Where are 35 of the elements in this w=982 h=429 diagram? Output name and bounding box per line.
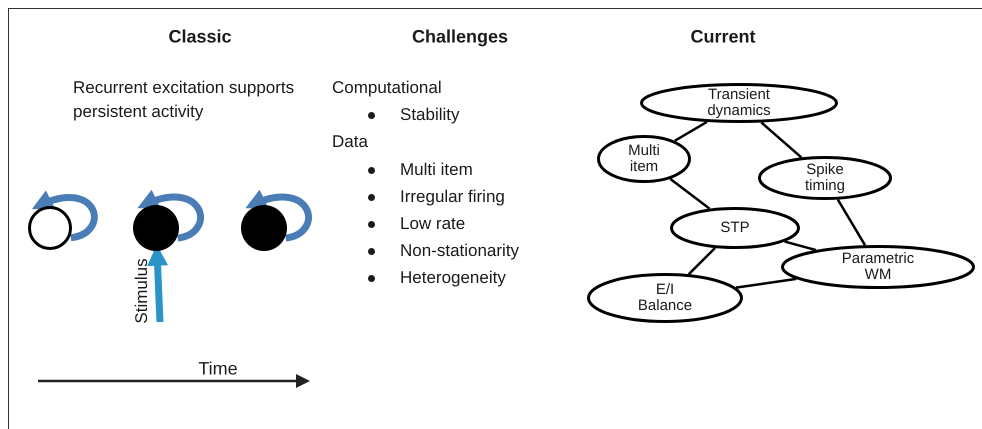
list-item: Stability [400, 104, 460, 126]
column-heading: Challenges [412, 26, 508, 48]
ellipse-node [640, 83, 838, 123]
curved-arrow [245, 190, 312, 242]
column-heading: Classic [168, 26, 232, 48]
ellipse-node [597, 135, 691, 183]
list-item: Non-stationarity [400, 240, 520, 262]
connector-line [736, 278, 797, 289]
list-heading: Computational [332, 77, 442, 99]
column-heading: Current [690, 26, 756, 48]
list-item: Irregular firing [400, 186, 505, 208]
connector-line [670, 178, 710, 210]
edge-label: Stimulus [133, 258, 151, 324]
node-label: Spike timing [804, 162, 846, 194]
node-label: Transient dynamics [706, 87, 772, 119]
description-text: Recurrent excitation supports persistent activity [73, 77, 296, 123]
ellipse-node [670, 207, 800, 249]
ellipse-node [758, 156, 892, 200]
node-label: STP [720, 220, 750, 236]
connector-line [688, 247, 716, 276]
list-item: Low rate [400, 213, 466, 235]
curved-arrow [137, 190, 204, 242]
node-label: Parametric WM [840, 251, 916, 283]
node-label: E/I Balance [636, 282, 694, 314]
ellipse-node [587, 273, 743, 323]
connector-line [674, 120, 708, 142]
list-item: Heterogeneity [400, 267, 506, 289]
axis-label: Time [198, 358, 238, 380]
connector-line [760, 122, 802, 158]
ellipse-node [781, 245, 975, 289]
connector-line [836, 198, 866, 246]
list-heading: Data [332, 131, 368, 153]
curved-arrow [32, 191, 98, 242]
list-item: Multi item [400, 159, 473, 181]
node-label: Multi item [627, 143, 661, 175]
